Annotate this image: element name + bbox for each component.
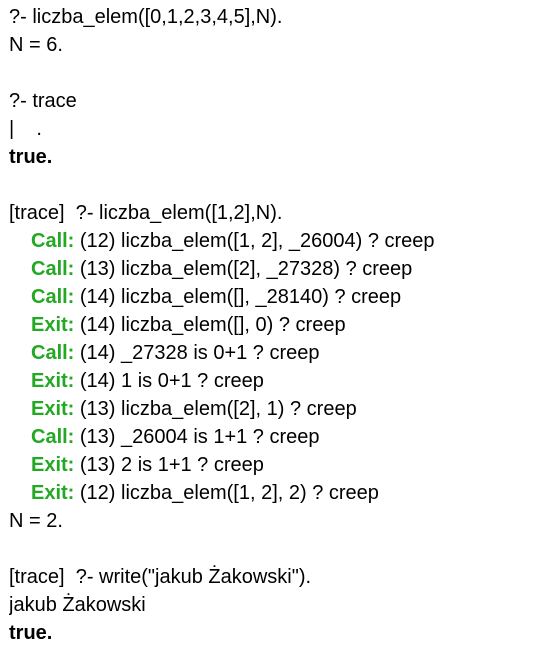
- trace-line: Call: (13) _26004 is 1+1 ? creep: [9, 423, 539, 451]
- write-output-line: jakub Żakowski: [9, 594, 146, 616]
- trace-port: Call:: [31, 426, 75, 448]
- query-text: liczba_elem([1,2],N).: [99, 202, 283, 224]
- prompt: ?-: [75, 202, 100, 224]
- trace-line: Call: (12) liczba_elem([1, 2], _26004) ?…: [9, 227, 539, 255]
- trace-port: Call:: [31, 258, 75, 280]
- blank-line: [9, 535, 539, 563]
- trace-goal: (14) liczba_elem([], 0) ? creep: [74, 314, 346, 336]
- trace-port: Exit:: [31, 314, 75, 336]
- trace-goal: (14) 1 is 0+1 ? creep: [74, 370, 264, 392]
- prompt: ?-: [9, 6, 33, 28]
- trace-prefix: [trace]: [9, 202, 76, 224]
- trace-port: Call:: [31, 230, 75, 252]
- trace-line: Call: (14) liczba_elem([], _28140) ? cre…: [9, 283, 539, 311]
- result-line: true.: [9, 146, 53, 168]
- blank-line: [9, 59, 539, 87]
- query-text: trace: [32, 90, 77, 112]
- prompt: ?-: [75, 566, 100, 588]
- cursor-line: | .: [9, 118, 42, 140]
- trace-line: Call: (13) liczba_elem([2], _27328) ? cr…: [9, 255, 539, 283]
- trace-line: Call: (14) _27328 is 0+1 ? creep: [9, 339, 539, 367]
- result-line: N = 2.: [9, 510, 63, 532]
- trace-port: Exit:: [31, 482, 75, 504]
- trace-goal: (13) liczba_elem([2], 1) ? creep: [74, 398, 357, 420]
- query-text: write("jakub Żakowski").: [99, 566, 312, 588]
- trace-line: Exit: (12) liczba_elem([1, 2], 2) ? cree…: [9, 479, 539, 507]
- trace-line: Exit: (13) 2 is 1+1 ? creep: [9, 451, 539, 479]
- result-line: true.: [9, 622, 53, 644]
- trace-prefix: [trace]: [9, 566, 76, 588]
- trace-goal: (14) liczba_elem([], _28140) ? creep: [74, 286, 402, 308]
- trace-goal: (13) _26004 is 1+1 ? creep: [74, 426, 320, 448]
- trace-goal: (13) liczba_elem([2], _27328) ? creep: [74, 258, 413, 280]
- query-line: [trace] ?- liczba_elem([1,2],N).: [9, 199, 539, 227]
- query-line: ?- trace: [9, 87, 539, 115]
- trace-goal: (14) _27328 is 0+1 ? creep: [74, 342, 320, 364]
- trace-line: Exit: (14) 1 is 0+1 ? creep: [9, 367, 539, 395]
- trace-line: Exit: (13) liczba_elem([2], 1) ? creep: [9, 395, 539, 423]
- trace-goal: (13) 2 is 1+1 ? creep: [74, 454, 264, 476]
- blank-line: [9, 171, 539, 199]
- query-line: ?- liczba_elem([0,1,2,3,4,5],N).: [9, 3, 539, 31]
- trace-goal: (12) liczba_elem([1, 2], _26004) ? creep: [74, 230, 435, 252]
- trace-port: Exit:: [31, 370, 75, 392]
- console-output: ?- liczba_elem([0,1,2,3,4,5],N). N = 6. …: [9, 3, 539, 647]
- trace-goal: (12) liczba_elem([1, 2], 2) ? creep: [74, 482, 379, 504]
- prompt: ?-: [9, 90, 33, 112]
- query-text: liczba_elem([0,1,2,3,4,5],N).: [32, 6, 283, 28]
- trace-port: Exit:: [31, 398, 75, 420]
- query-line: [trace] ?- write("jakub Żakowski").: [9, 563, 539, 591]
- result-line: N = 6.: [9, 34, 63, 56]
- trace-port: Call:: [31, 342, 75, 364]
- trace-port: Exit:: [31, 454, 75, 476]
- trace-line: Exit: (14) liczba_elem([], 0) ? creep: [9, 311, 539, 339]
- trace-port: Call:: [31, 286, 75, 308]
